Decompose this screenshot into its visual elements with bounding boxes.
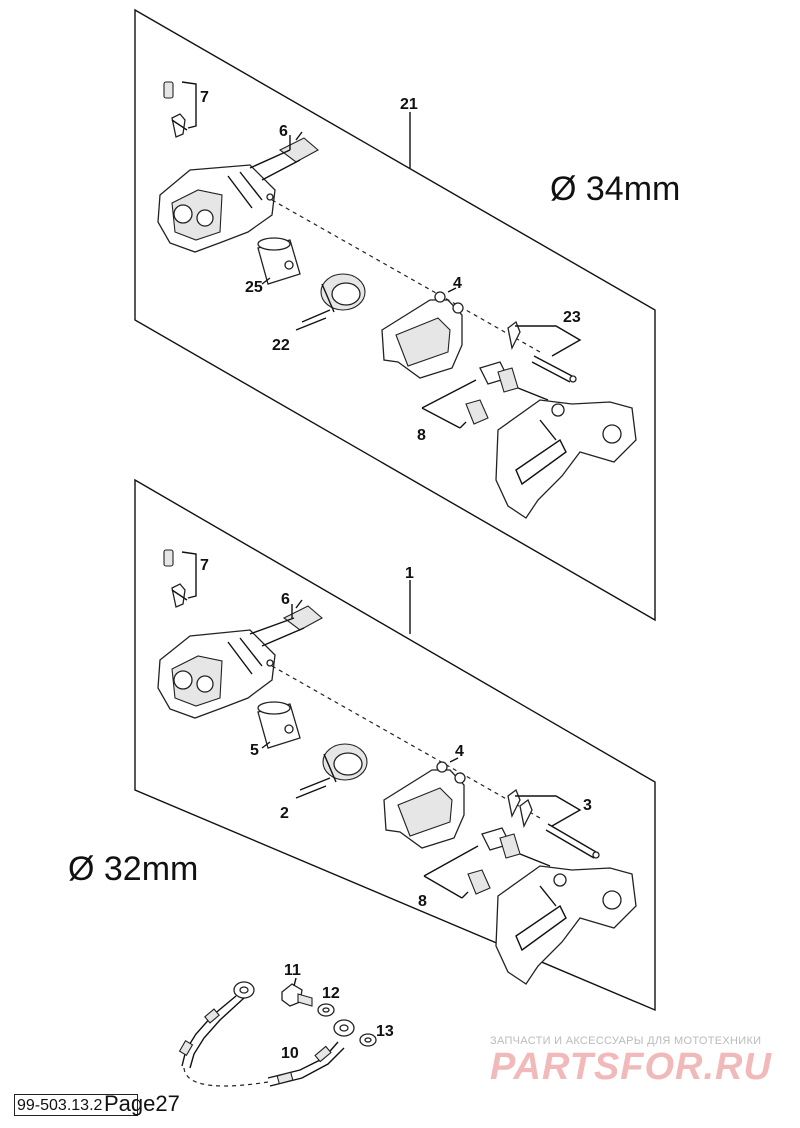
label-part-12: 12 xyxy=(322,985,340,1002)
page-number: Page27 xyxy=(104,1091,180,1116)
slider-bolts-top xyxy=(465,361,549,425)
panel-outline-top xyxy=(134,8,656,622)
label-part-5: 5 xyxy=(250,742,259,759)
panel-outline-bottom xyxy=(134,478,656,1012)
label-part-10: 10 xyxy=(281,1045,299,1062)
caliper-assembly-34mm: 7 6 21 25 4 23 22 8 Ø 34mm xyxy=(134,8,680,622)
banjo-bolt xyxy=(281,983,313,1007)
seal-ring-top xyxy=(320,273,366,313)
brake-hose-assembly: 11 12 13 10 xyxy=(178,962,394,1087)
label-part-7-bottom: 7 xyxy=(200,557,209,574)
label-part-13: 13 xyxy=(376,1023,394,1040)
brake-pads-top xyxy=(381,291,464,379)
label-part-8-bottom: 8 xyxy=(418,893,427,910)
diameter-label-32mm: Ø 32mm xyxy=(68,850,198,888)
label-part-21: 21 xyxy=(400,96,418,113)
spring-clip-top xyxy=(278,137,319,163)
spring-clip-bottom xyxy=(282,605,323,631)
caliper-bracket-top xyxy=(495,399,637,519)
label-part-23: 23 xyxy=(563,309,581,326)
label-part-4-top: 4 xyxy=(453,275,462,292)
label-part-11: 11 xyxy=(284,962,301,979)
seal-ring-bottom xyxy=(322,743,368,783)
label-part-1: 1 xyxy=(405,565,414,582)
caliper-assembly-32mm: 7 6 1 5 4 3 2 8 Ø 32mm xyxy=(68,478,656,1012)
watermark-logo: PARTSFOR.RU xyxy=(490,1046,772,1088)
caliper-body-bottom xyxy=(157,629,276,719)
piston-bottom xyxy=(257,701,301,749)
caliper-bracket-bottom xyxy=(495,865,637,985)
slider-bolts-bottom xyxy=(467,827,551,895)
pad-pin-top xyxy=(507,320,577,383)
pad-pin-bottom xyxy=(507,788,600,859)
watermark-caption: ЗАПЧАСТИ И АКСЕССУАРЫ ДЛЯ МОТОТЕХНИКИ xyxy=(490,1035,762,1047)
caliper-body-top xyxy=(157,164,276,253)
label-part-25: 25 xyxy=(245,279,263,296)
label-part-22: 22 xyxy=(272,337,290,354)
label-part-4-bottom: 4 xyxy=(455,743,464,760)
label-part-7-top: 7 xyxy=(200,89,209,106)
bleeder-screw-bottom xyxy=(163,549,188,608)
piston-top xyxy=(257,237,301,285)
bleeder-screw-top xyxy=(163,81,188,138)
label-part-6-bottom: 6 xyxy=(281,591,290,608)
label-part-6-top: 6 xyxy=(279,123,288,140)
label-part-3: 3 xyxy=(583,797,592,814)
label-part-8-top: 8 xyxy=(417,427,426,444)
document-code: 99-503.13.2 xyxy=(14,1094,138,1116)
label-part-2: 2 xyxy=(280,805,289,822)
brake-pads-bottom xyxy=(383,761,466,849)
diameter-label-34mm: Ø 34mm xyxy=(550,170,680,208)
